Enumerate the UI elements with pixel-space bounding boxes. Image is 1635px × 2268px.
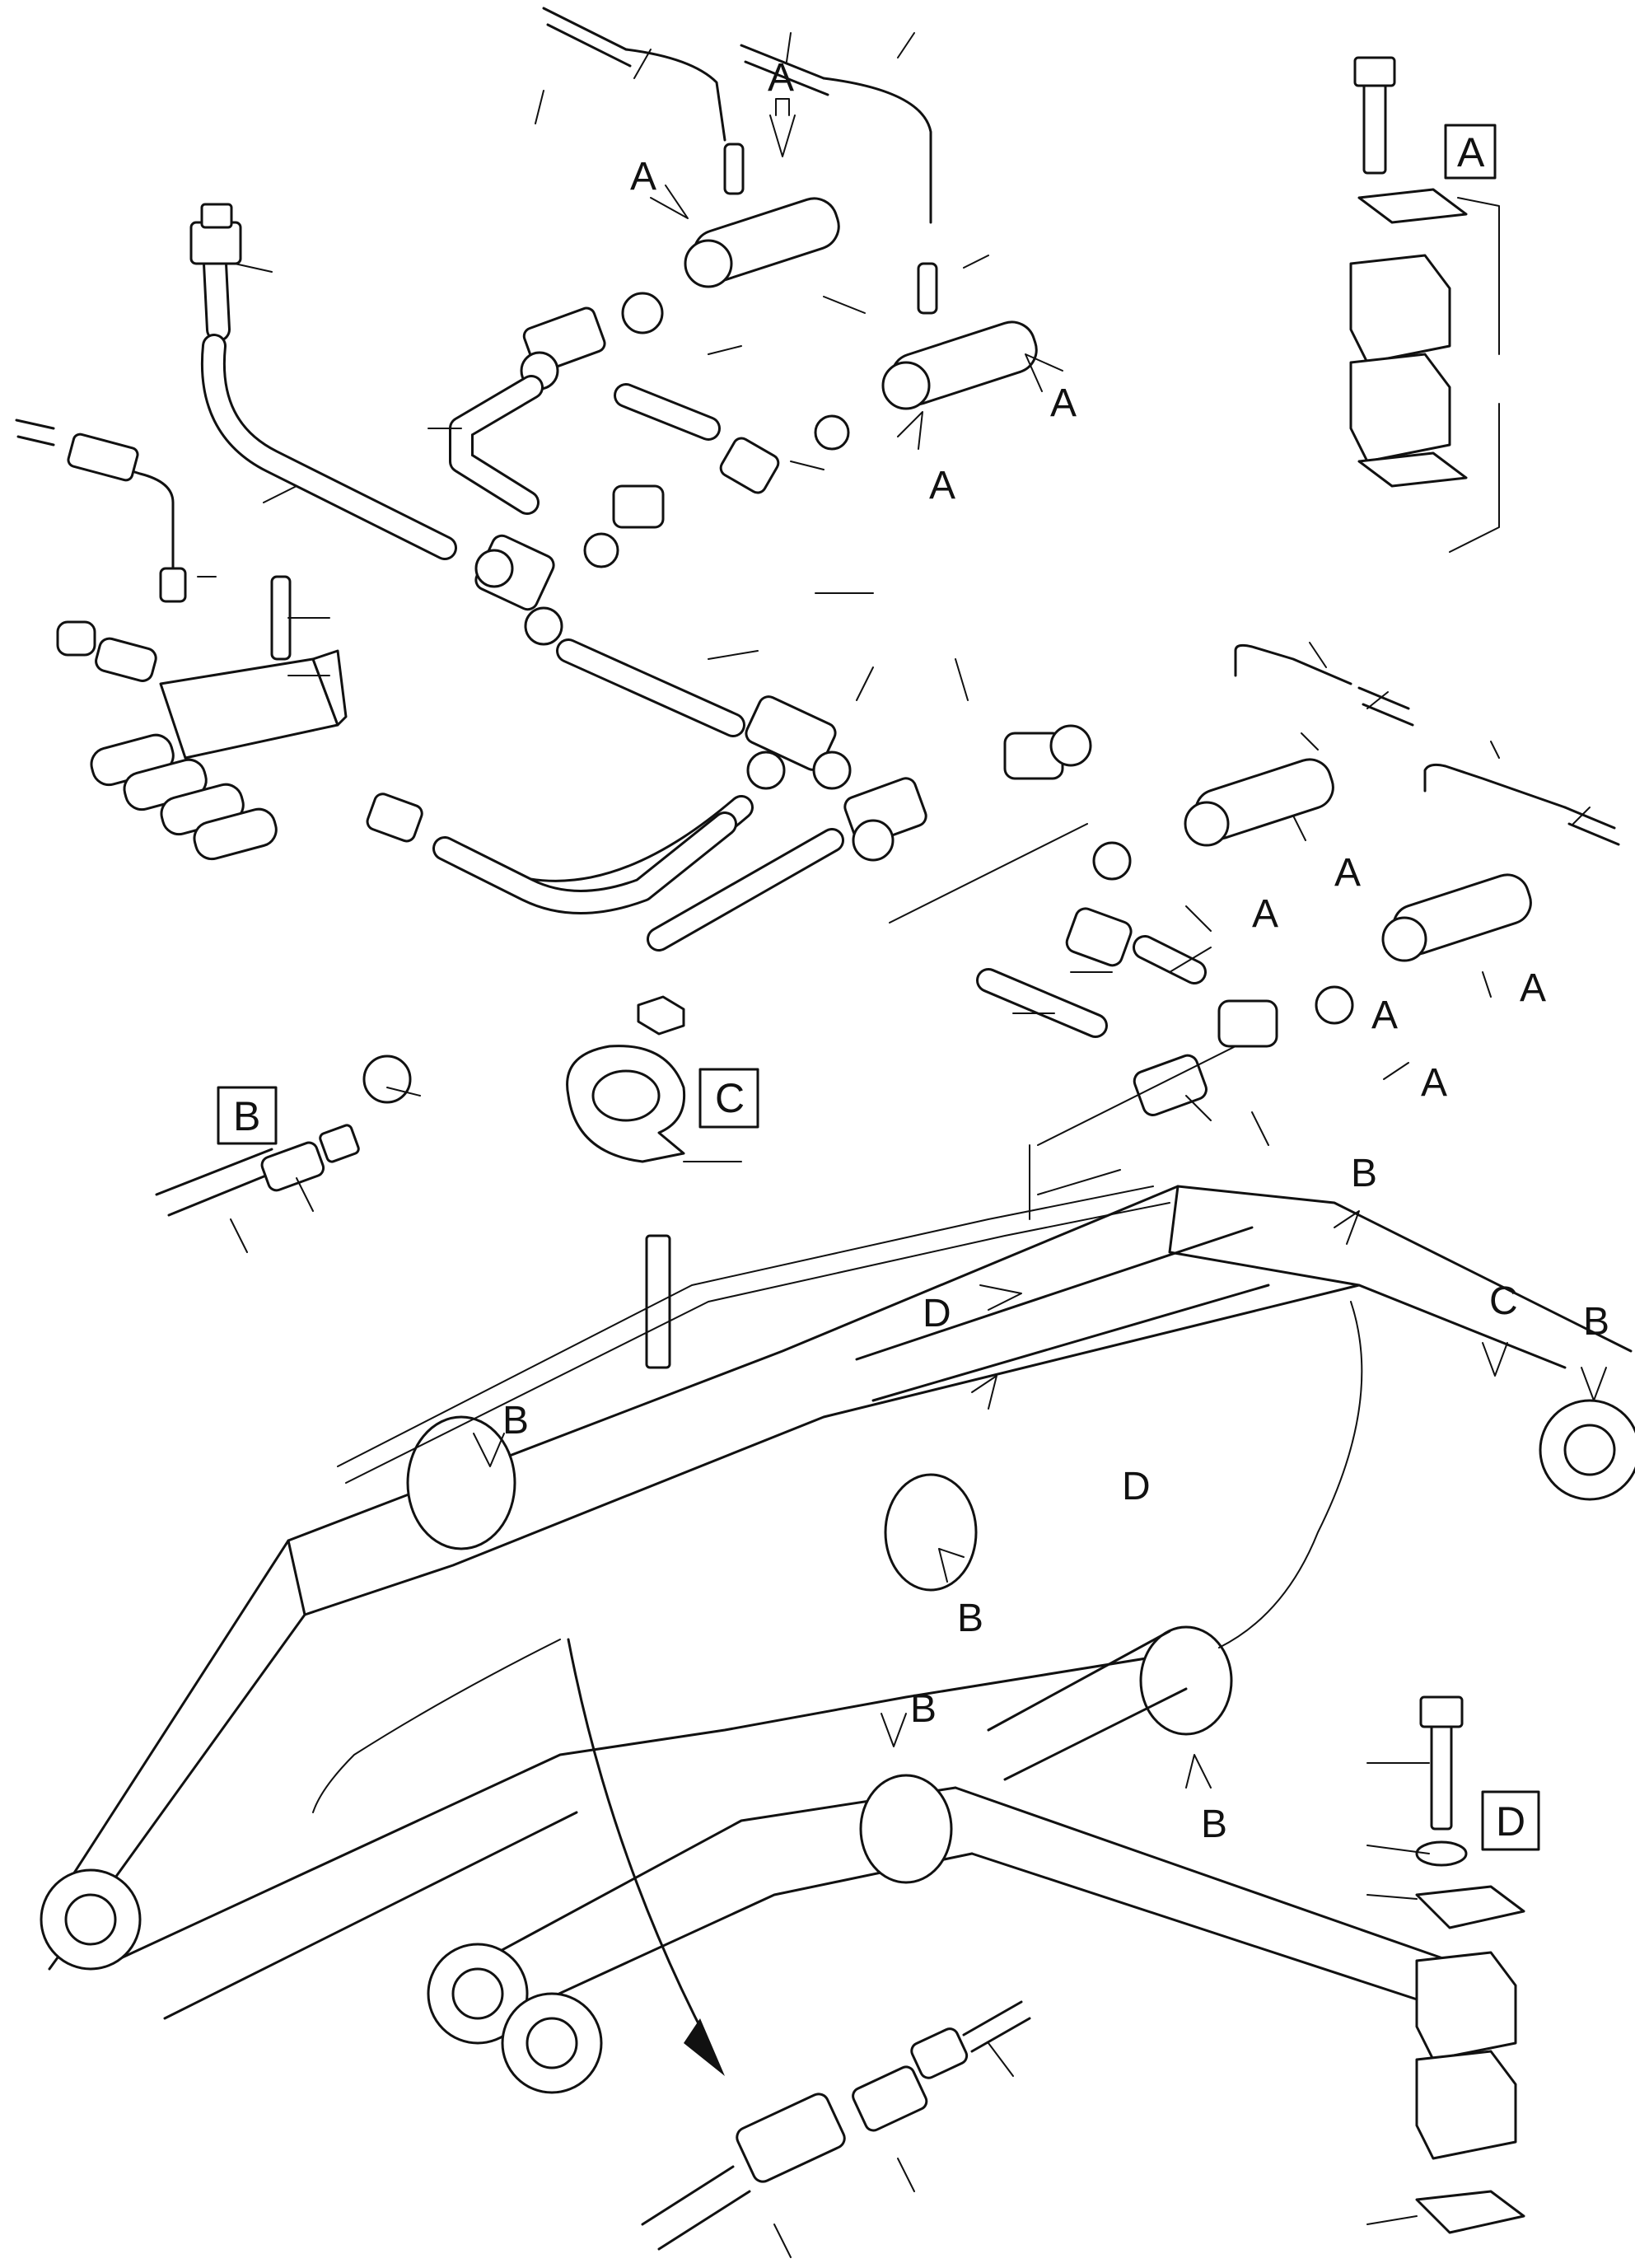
callout-a: A: [929, 464, 955, 507]
upper-piping-assembly: [189, 7, 1038, 952]
callout-b: B: [1201, 1803, 1227, 1846]
callout-a: A: [1050, 381, 1077, 425]
callout-a: A: [630, 155, 656, 199]
callout-d: D: [1122, 1465, 1151, 1508]
tee-fitting: [843, 777, 927, 862]
callout-b: B: [957, 1597, 983, 1640]
lower-right-piping-assembly: [889, 643, 1620, 1146]
callout-a: A: [1334, 851, 1361, 895]
callout-c: C: [1489, 1279, 1518, 1323]
leader-lines: [197, 32, 1591, 2258]
bottom-hose-connector: [641, 2000, 1031, 2251]
callout-b: B: [1351, 1152, 1377, 1195]
callout-b: B: [910, 1687, 937, 1731]
callout-d: D: [923, 1292, 951, 1335]
detail-box-a: A: [1457, 129, 1485, 175]
detail-box-d: D: [1496, 1798, 1525, 1845]
tee-fitting: [474, 534, 563, 646]
detail-c-pipe-clip: [566, 995, 686, 1369]
injector: [1184, 758, 1334, 847]
boom-structure: [40, 1144, 1635, 2094]
tee-fitting: [745, 695, 852, 790]
callout-a: A: [1421, 1061, 1447, 1105]
distribution-block: [15, 419, 737, 914]
callout-a: A: [1520, 966, 1546, 1010]
detail-b-grease-nipple: [155, 1055, 412, 1217]
detail-a-clamp: [1349, 56, 1500, 553]
callout-arrows: [473, 98, 1607, 1789]
injector: [1381, 873, 1532, 962]
detail-box-c: C: [715, 1075, 745, 1121]
callout-a: A: [1371, 994, 1398, 1037]
detail-boxes: A B C D: [217, 124, 1540, 1851]
callout-a: A: [1252, 892, 1278, 936]
callout-a: A: [768, 56, 794, 100]
callout-b: B: [1583, 1300, 1609, 1344]
injector: [881, 262, 1038, 410]
injector: [684, 143, 840, 288]
callout-labels: A A A A A A A A A B B B B B B C D D: [502, 56, 1609, 1846]
detail-box-b: B: [233, 1093, 260, 1139]
detail-d-clamp: [1366, 1695, 1525, 2234]
callout-b: B: [502, 1399, 529, 1443]
